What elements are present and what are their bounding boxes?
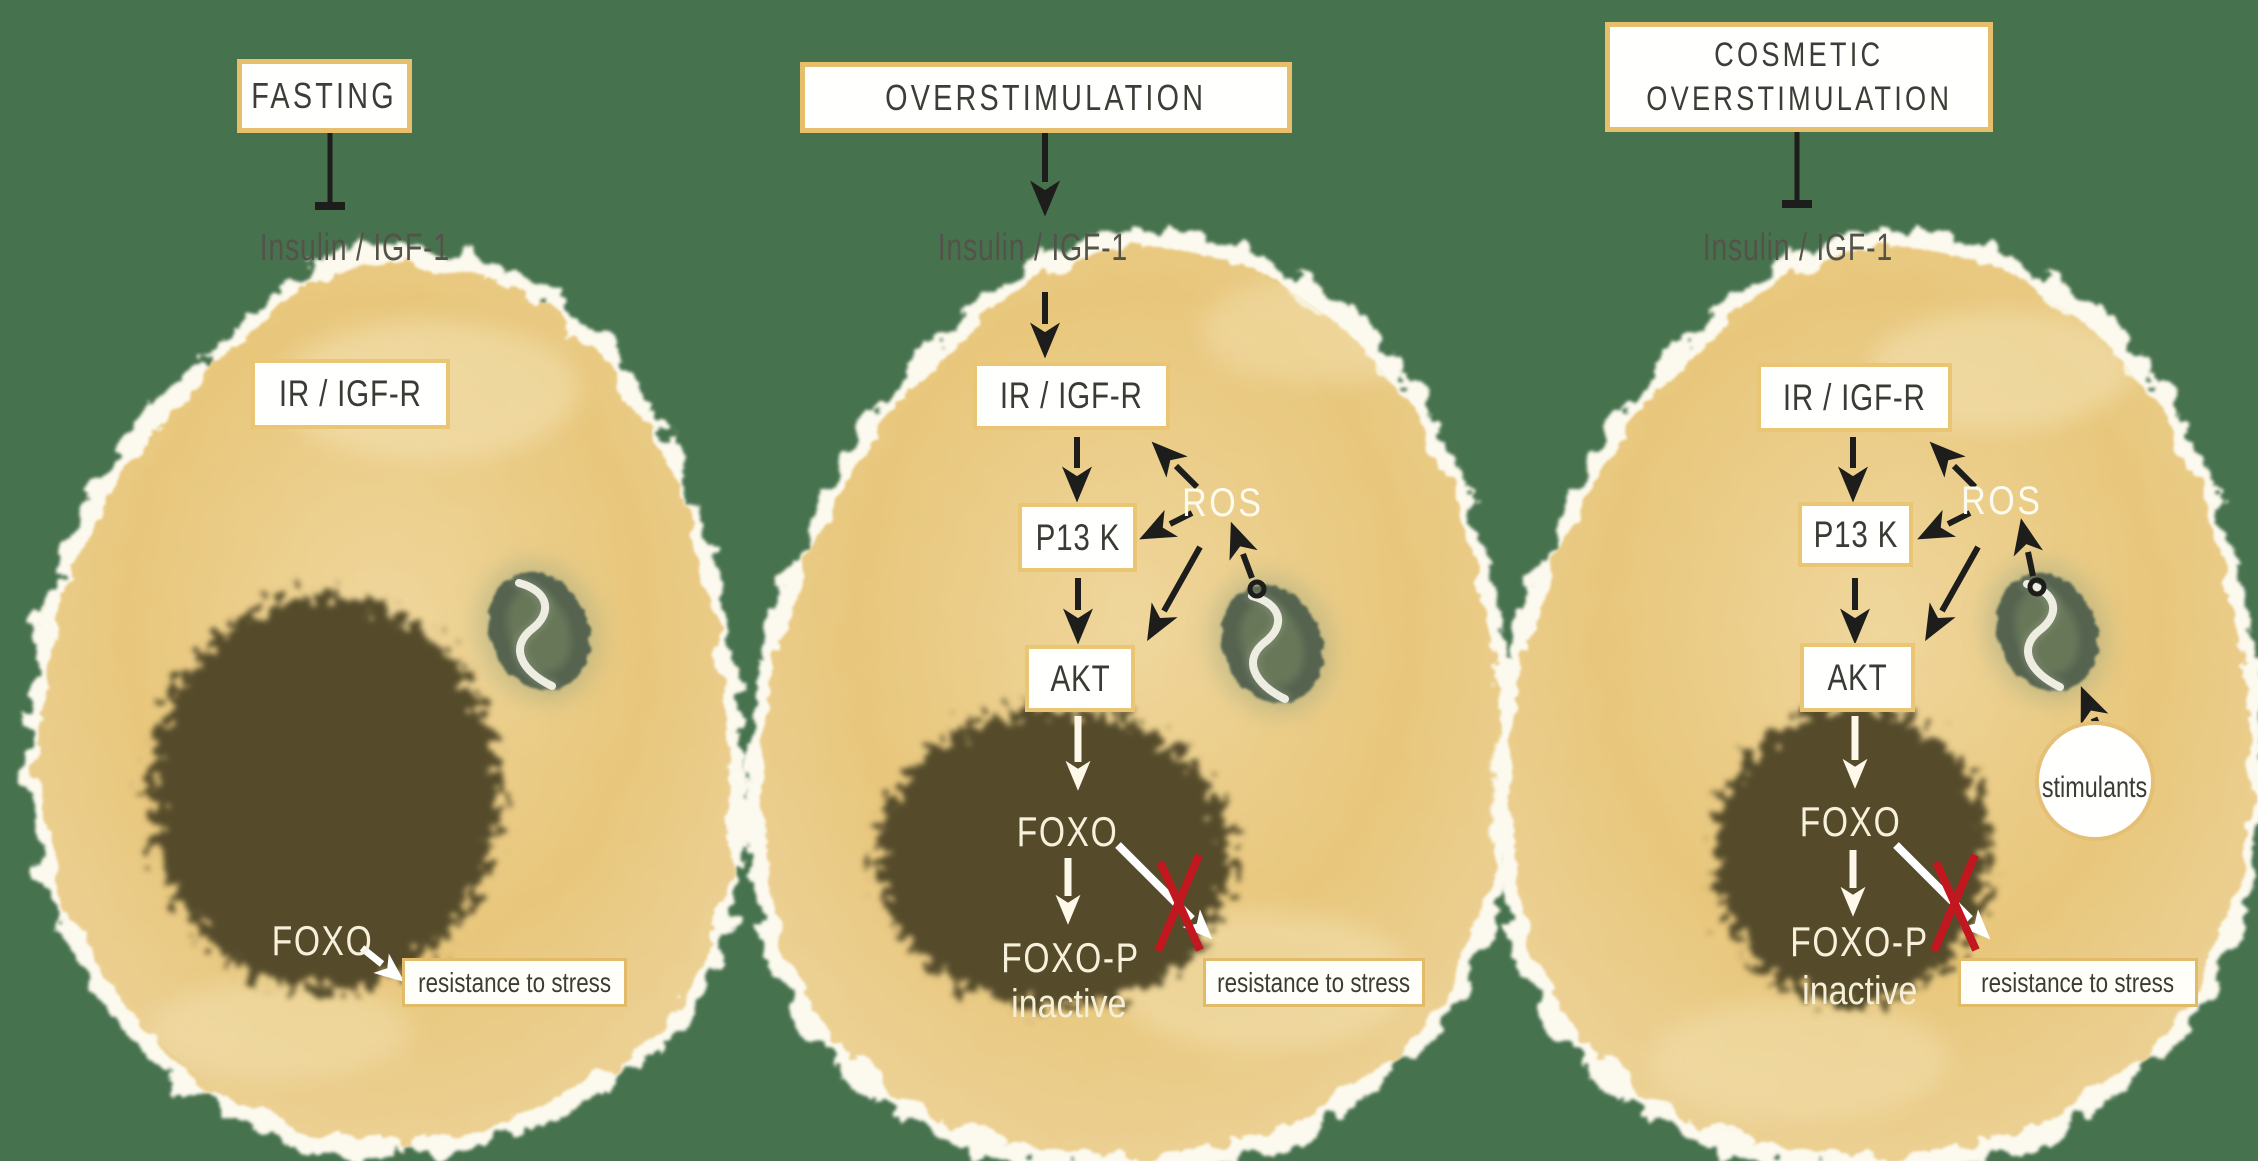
outcome-box-2: resistance to stress [1203,958,1425,1007]
receptor-label-2: IR / IGF-R [1000,375,1143,416]
inhibition-bar-1 [315,202,345,210]
nucleus-2 [877,708,1233,1008]
p13k-box-3: P13 K [1798,502,1913,567]
overstimulation-title: OVERSTIMULATION [885,76,1207,118]
akt-box-3: AKT [1800,643,1915,712]
akt-label-2: AKT [1050,657,1110,699]
outcome-box-1: resistance to stress [402,958,627,1007]
receptor-box-3: IR / IGF-R [1757,363,1952,432]
arrow-ros-receptor-3 [1929,441,1978,490]
akt-box-2: AKT [1025,645,1135,712]
stimulants-circle: stimulants [2035,721,2155,841]
receptor-box-1: IR / IGF-R [251,359,450,429]
mito-ros-ring-2 [1247,579,1267,599]
ros-label-3: ROS [1961,478,2043,523]
cell-1 [25,133,748,1158]
cosmetic-title-box: COSMETIC OVERSTIMULATION [1605,22,1993,132]
stimulants-label: stimulants [2042,771,2148,804]
p13k-label-3: P13 K [1813,513,1898,555]
outcome-box-3: resistance to stress [1958,958,2198,1007]
outcome-label-3: resistance to stress [1981,966,2175,998]
outcome-label-2: resistance to stress [1217,966,1411,998]
p13k-label-2: P13 K [1035,516,1120,558]
inactive-label-2: inactive [1011,981,1127,1026]
arrow-ros-akt-2 [1147,545,1203,642]
arrow-mito-ros-3 [2013,518,2043,577]
blocked-x-stroke-b-2 [1156,860,1204,952]
arrow-ros-akt-3 [1925,545,1981,642]
receptor-box-2: IR / IGF-R [973,362,1170,430]
cosmetic-title-line1: COSMETIC [1714,36,1884,74]
arrow-ros-receptor-2 [1151,441,1200,490]
foxop-label-3: FOXO-P [1790,918,1930,965]
fasting-title-box: FASTING [237,59,412,133]
receptor-label-3: IR / IGF-R [1783,376,1926,418]
arrow-ros-p13k-2 [1139,509,1194,540]
cell-2 [745,133,1518,1161]
inactive-label-3: inactive [1802,968,1918,1013]
fasting-title: FASTING [251,75,398,116]
outcome-label-1: resistance to stress [418,966,611,998]
akt-label-3: AKT [1827,656,1888,698]
foxo-label-1: FOXO [272,917,374,964]
cosmetic-title-line2: OVERSTIMULATION [1646,80,1952,118]
foxop-label-2: FOXO-P [1001,934,1141,981]
blocked-x-stroke-b-3 [1932,860,1980,952]
foxo-label-3: FOXO [1800,798,1902,845]
mito-ros-ring-3 [2027,577,2047,597]
ligand-label-3: Insulin / IGF-1 [1702,226,1894,269]
overstimulation-title-box: OVERSTIMULATION [800,62,1292,133]
arrow-foxo-outcome-1 [359,945,405,982]
ligand-label-2: Insulin / IGF-1 [937,226,1129,269]
ligand-label-1: Insulin / IGF-1 [259,226,451,269]
cell-3 [1493,132,2258,1161]
nucleus-1 [150,595,500,991]
inhibition-bar-3 [1782,200,1812,208]
foxo-label-2: FOXO [1017,808,1119,855]
ros-label-2: ROS [1182,480,1264,525]
arrow-mito-ros-2 [1229,521,1258,580]
arrow-ros-p13k-3 [1917,509,1972,540]
receptor-label-1: IR / IGF-R [279,373,422,414]
p13k-box-2: P13 K [1018,503,1137,572]
cell-3-washes [1650,310,2130,1120]
